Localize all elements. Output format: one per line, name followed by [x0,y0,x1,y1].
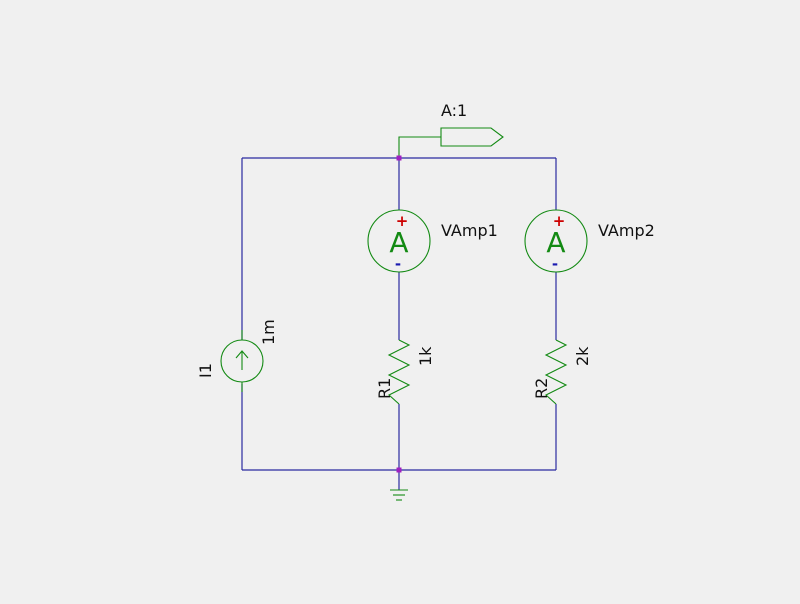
resistor-zigzag-icon [387,339,411,405]
ammeter-minus: - [552,255,558,273]
wires [241,157,557,490]
ammeter-ref-label: VAmp1 [441,221,498,240]
ammeter-plus: + [553,212,566,230]
junction-top [396,155,402,161]
resistor-ref-label: R1 [375,378,394,399]
junctions [396,155,402,473]
current-source-I1[interactable]: I1 1m [196,319,278,392]
resistor-zigzag-icon [544,339,568,405]
ammeter-ref-label: VAmp2 [598,221,655,240]
ammeter-minus: - [395,255,401,273]
ammeter-body [367,209,431,273]
net-label-group: A:1 [398,101,504,158]
net-label-flag[interactable] [440,127,504,147]
ammeter-plus: + [396,212,409,230]
net-label-stub[interactable] [398,136,441,158]
net-label-text: A:1 [441,101,467,120]
source-value-label: 1m [259,319,278,345]
ammeter-VAmp1[interactable]: A + - VAmp1 [367,209,498,273]
resistor-R1[interactable]: R1 1k [375,339,435,405]
ammeter-body [524,209,588,273]
ammeter-symbol: A [389,226,408,259]
ammeter-symbol: A [546,226,565,259]
source-ref-label: I1 [196,363,215,378]
arrow-up-icon [235,350,249,370]
ammeter-VAmp2[interactable]: A + - VAmp2 [524,209,655,273]
resistor-value-label: 1k [416,346,435,366]
ground-icon[interactable] [390,489,408,501]
resistor-ref-label: R2 [532,378,551,399]
junction-bottom [396,467,402,473]
resistor-value-label: 2k [573,346,592,366]
resistor-R2[interactable]: R2 2k [532,339,592,405]
